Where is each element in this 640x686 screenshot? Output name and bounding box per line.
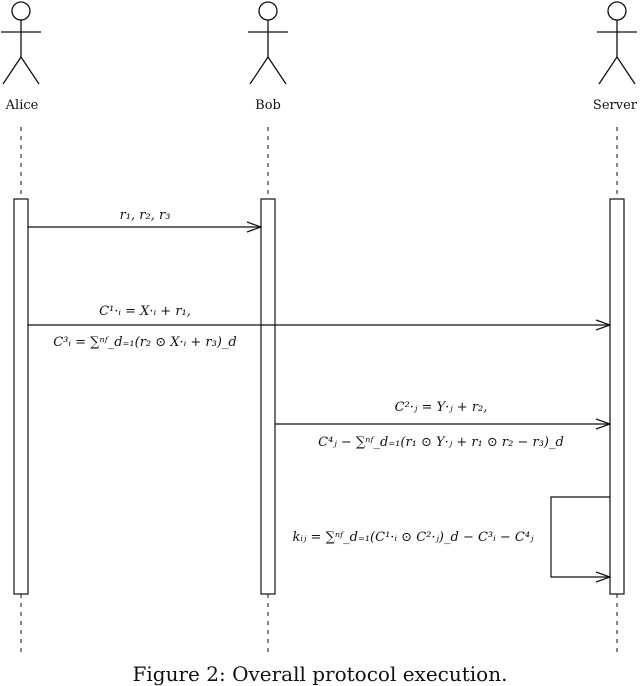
message-label: r₁, r₂, r₃: [120, 208, 171, 223]
message-server-self: kᵢⱼ = ∑ⁿᶠ_d₌₁(C¹·ᵢ ⊙ C²·ⱼ)_d − C³ᵢ − C⁴ⱼ: [293, 496, 611, 577]
actor-label-alice: Alice: [5, 98, 39, 113]
message-bob-to-server: C²·ⱼ = Y·ⱼ + r₂, C⁴ⱼ − ∑ⁿᶠ_d₌₁(r₁ ⊙ Y·ⱼ …: [275, 400, 610, 450]
activation-bar-bob: [260, 198, 276, 595]
activation-bar-server: [609, 198, 625, 595]
stick-figure-icon: [1, 1, 41, 85]
message-label-line-2: C³ᵢ = ∑ⁿᶠ_d₌₁(r₂ ⊙ X·ᵢ + r₃)_d: [53, 335, 237, 350]
self-message-arrow: [550, 496, 610, 577]
stick-figure-icon: [597, 1, 637, 85]
actor-server: Server: [593, 1, 638, 652]
message-label-line-1: C¹·ᵢ = X·ᵢ + r₁,: [99, 304, 191, 319]
actor-label-bob: Bob: [255, 98, 281, 113]
actor-bob: Bob: [248, 1, 288, 652]
figure-caption: Figure 2: Overall protocol execution.: [132, 662, 508, 686]
message-label: kᵢⱼ = ∑ⁿᶠ_d₌₁(C¹·ᵢ ⊙ C²·ⱼ)_d − C³ᵢ − C⁴ⱼ: [293, 530, 535, 545]
actor-label-server: Server: [593, 98, 638, 113]
stick-figure-icon: [248, 1, 288, 85]
message-alice-to-server: C¹·ᵢ = X·ᵢ + r₁, C³ᵢ = ∑ⁿᶠ_d₌₁(r₂ ⊙ X·ᵢ …: [28, 304, 610, 350]
message-alice-to-bob: r₁, r₂, r₃: [28, 208, 261, 227]
actor-alice: Alice: [1, 1, 41, 652]
message-label-line-2: C⁴ⱼ − ∑ⁿᶠ_d₌₁(r₁ ⊙ Y·ⱼ + r₁ ⊙ r₂ − r₃)_d: [318, 435, 564, 450]
message-label-line-1: C²·ⱼ = Y·ⱼ + r₂,: [395, 400, 488, 415]
activation-bar-alice: [13, 198, 29, 595]
